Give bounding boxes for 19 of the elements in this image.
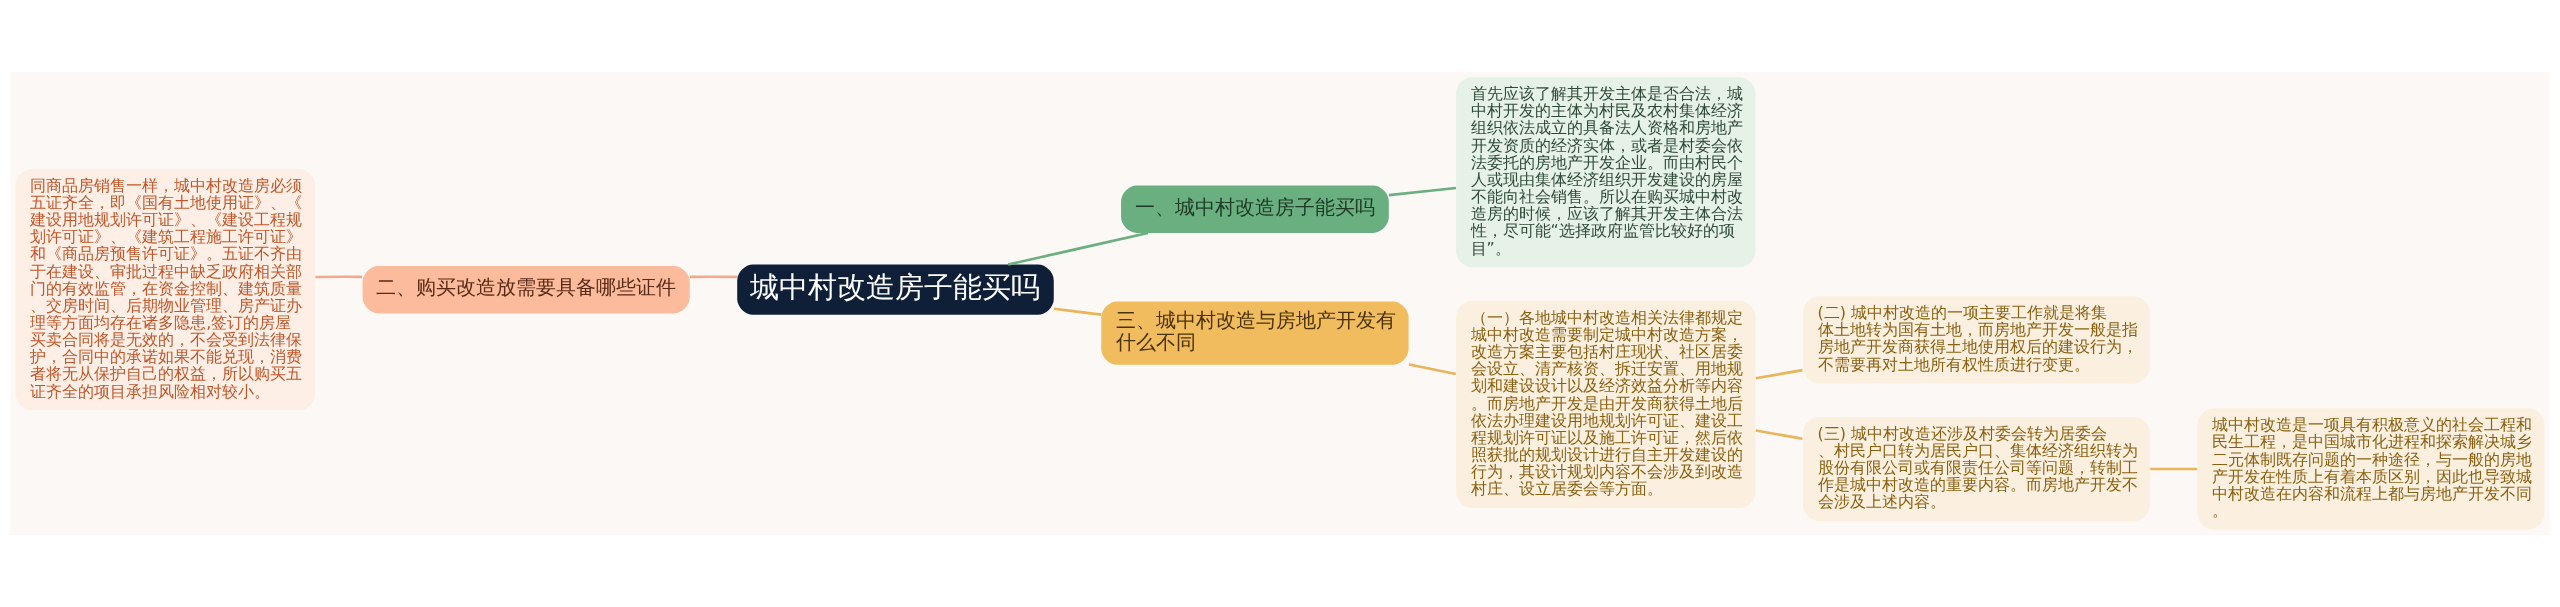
connector — [1388, 186, 1457, 197]
node-box: (二) 城中村改造的一项主要工作就是将集体土地转为国有土地，而房地产开发一般是指房地产开发商获得土地使用权后的建设行为，不需要再对土地所有权性质进行变更。 — [1803, 296, 2150, 384]
node-box: 二、购买改造放需要具备哪些证件 — [362, 265, 690, 314]
node-box: 城中村改造是一项具有积极意义的社会工程和民生工程，是中国城市化进程和探索解决城乡二元体制既存问题的一种途径，与一般的房地产开发在性质上有着本质区别，因此也导致城中村改造在内容和流程上都与房地产开发不同。 — [2197, 408, 2545, 530]
connector — [1007, 231, 1149, 266]
connector — [689, 275, 738, 279]
connector — [1053, 307, 1102, 316]
node-box: 一、城中村改造房子能买吗 — [1121, 185, 1389, 233]
connector — [1408, 363, 1457, 376]
node-box: 首先应该了解其开发主体是否合法，城中村开发的主体为村民及农村集体经济组织依法成立的具备法人资格和房地产开发资质的经济实体，或者是村委会依法委托的房地产开发企业。而由村民个人或现由集体经济组织开发建设的房屋不能向社会销售。所以在购买城中村改造房的时候，应该了解其开发主体合法性，尽可能“选择政府监管比较好的项目”。 — [1456, 77, 1756, 268]
node-box: 城中村改造房子能买吗 — [737, 264, 1054, 315]
connector — [315, 275, 363, 279]
connector — [2150, 467, 2198, 471]
connector — [1755, 429, 1803, 440]
node-box: （一）各地城中村改造相关法律都规定城中村改造需要制定城中村改造方案，改造方案主要包括村庄现状、社区居委会设立、清产核资、拆迁安置、用地规划和建设设计以及经济效益分析等内容。而房地产开发是由开发商获得土地后依法办理建设用地规划许可证、建设工程规划许可证以及施工许可证，然后依照获批的规划设计进行自主开发建设的行为，其设计规划内容不会涉及到改造村庄、设立居委会等方面。 — [1456, 300, 1756, 508]
connector — [1755, 368, 1803, 380]
node-box: 同商品房销售一样，城中村改造房必须五证齐全，即《国有土地使用证》、《建设用地规划许可证》、《建设工程规划许可证》、《建筑工程施工许可证》和《商品房预售许可证》。五证不齐由于在建设、审批过程中缺乏政府相关部门的有效监管，在资金控制、建筑质量、交房时间、后期物业管理、房产证办理等方面均存在诸多隐患,签订的房屋买卖合同将是无效的，不会受到法律保护，合同中的承诺如果不能兑现，消费者将无从保护自己的权益，所以购买五证齐全的项目承担风险相对较小。 — [15, 168, 316, 411]
node-box: (三) 城中村改造还涉及村委会转为居委会、村民户口转为居民户口、集体经济组织转为股份有限公司或有限责任公司等问题，转制工作是城中村改造的重要内容。而房地产开发不会涉及上述内容。 — [1803, 416, 2150, 522]
node-box: 三、城中村改造与房地产开发有什么不同 — [1101, 301, 1409, 365]
